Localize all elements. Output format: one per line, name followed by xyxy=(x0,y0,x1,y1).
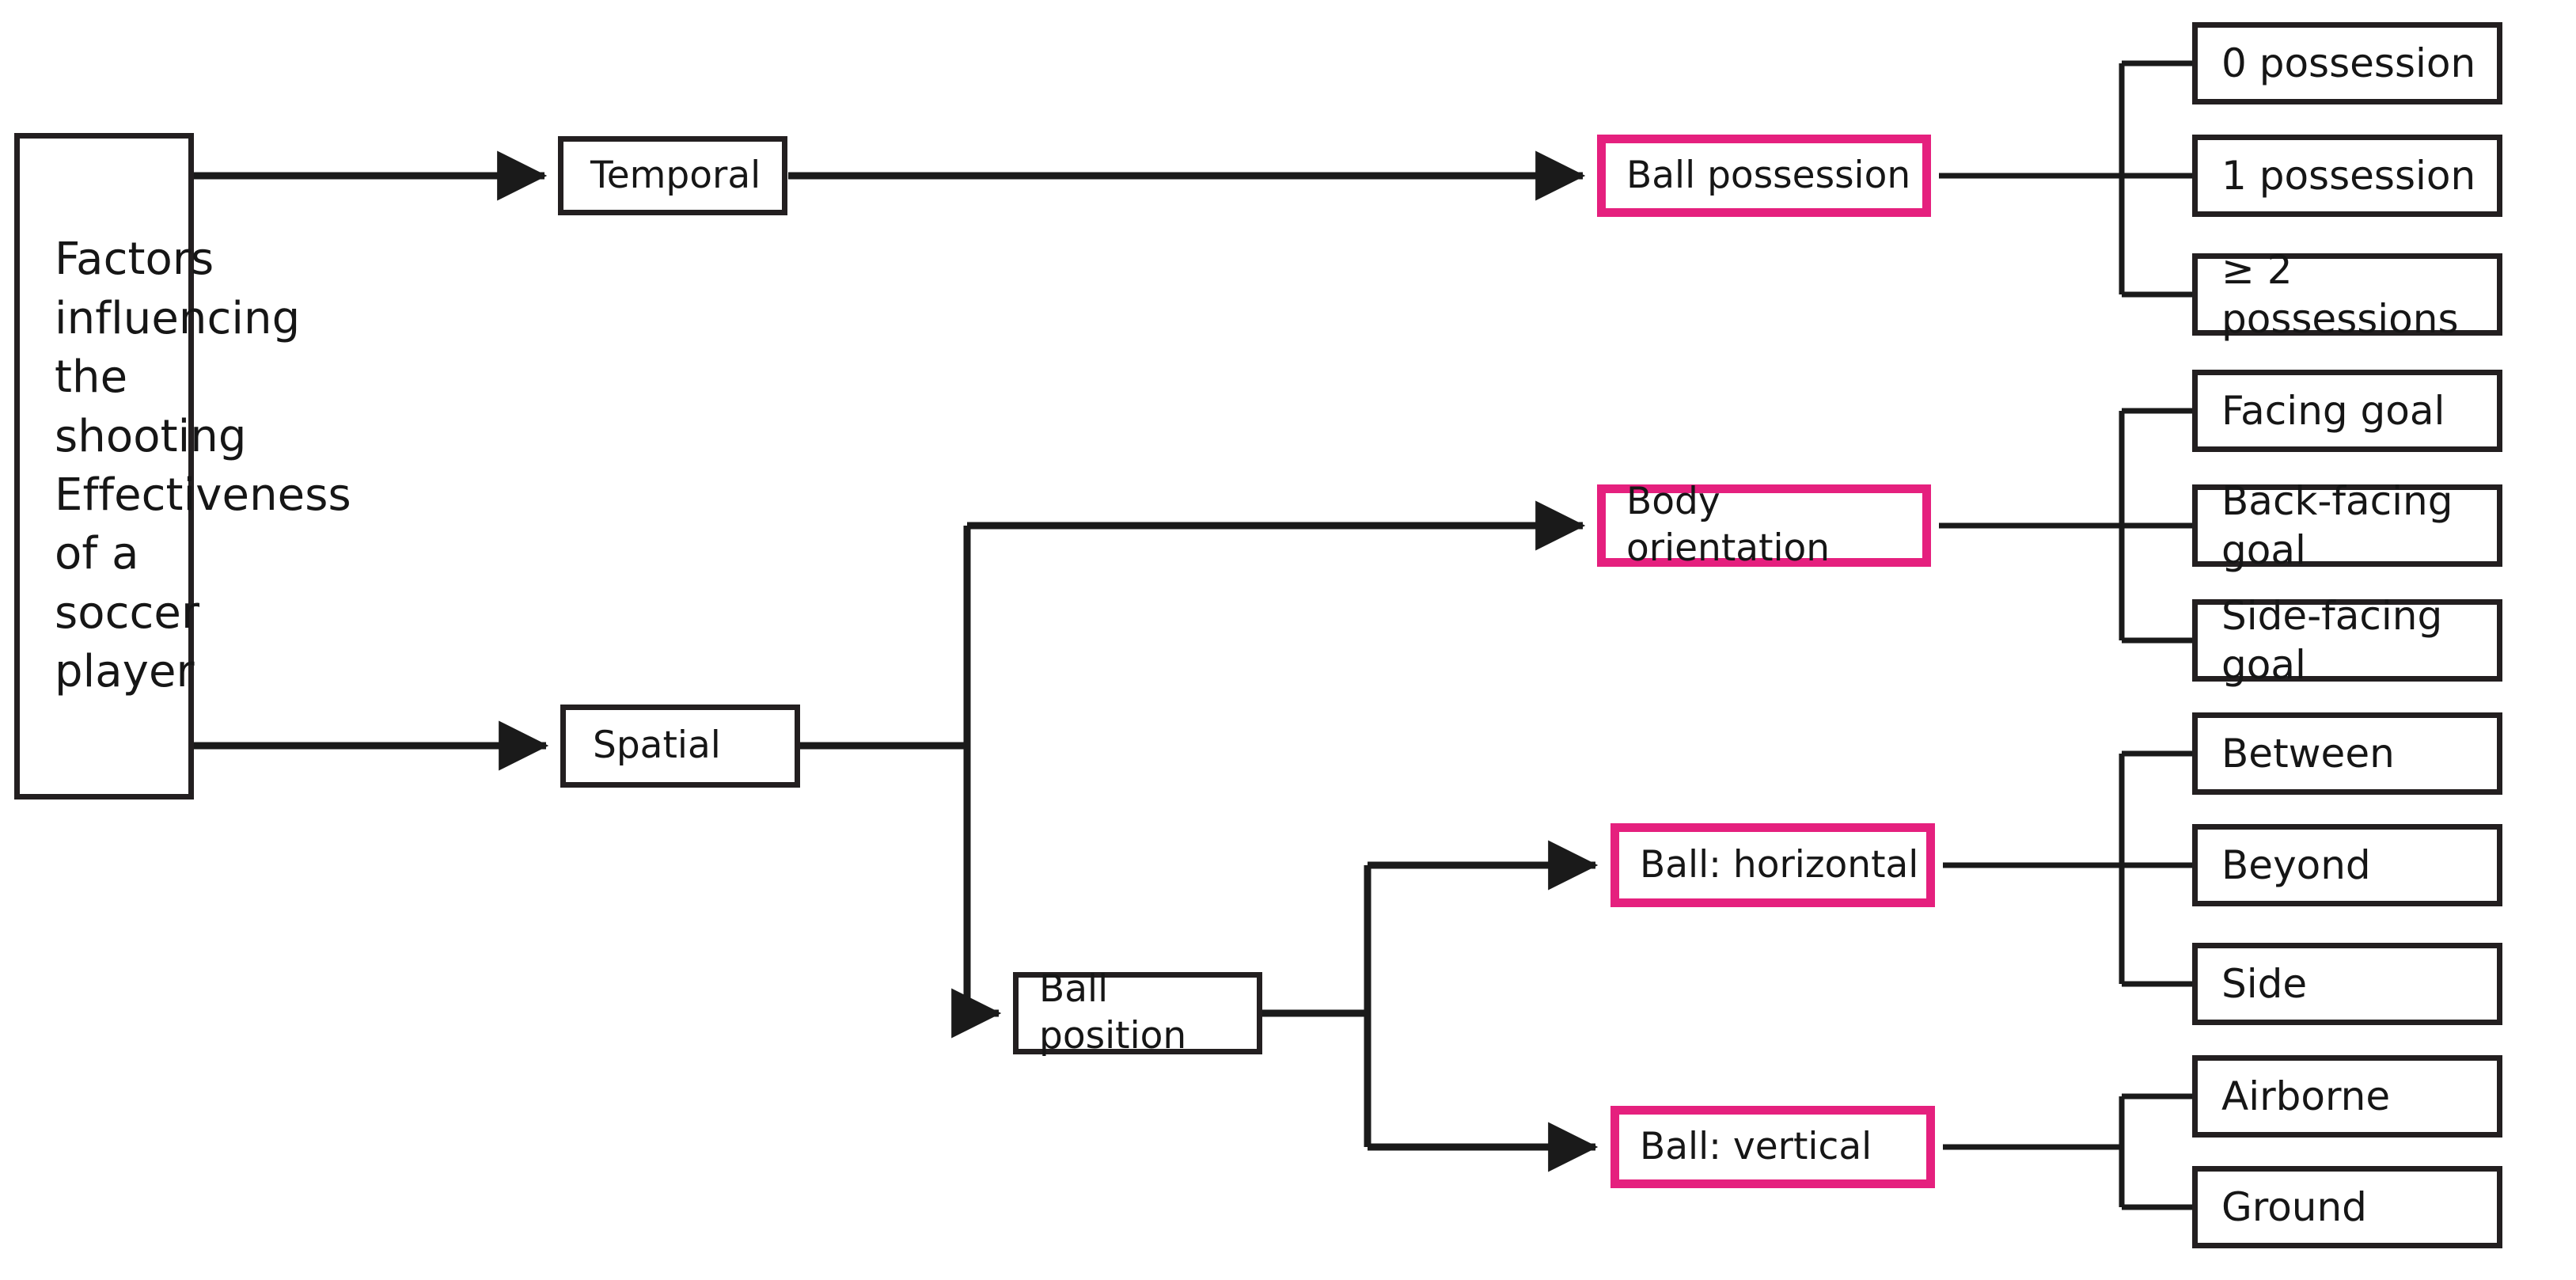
node-body-orientation-label: Body orientation xyxy=(1626,480,1831,570)
node-spatial-label: Spatial xyxy=(593,724,721,768)
leaf-one-possession-label: 1 possession xyxy=(2221,152,2476,199)
node-body-orientation[interactable]: Body orientation xyxy=(1597,480,1931,570)
leaf-ground[interactable]: Ground xyxy=(2192,1166,2502,1248)
leaf-side-facing-goal[interactable]: Side-facing goal xyxy=(2192,593,2502,688)
node-ball-vertical-label: Ball: vertical xyxy=(1640,1124,1872,1168)
leaf-two-or-more-possessions-label: ≥ 2 possessions xyxy=(2221,246,2459,343)
node-ball-position[interactable]: Ball position xyxy=(1013,967,1262,1058)
leaf-side-label: Side xyxy=(2221,960,2308,1007)
leaf-airborne-label: Airborne xyxy=(2221,1073,2391,1119)
node-ball-possession[interactable]: Ball possession xyxy=(1597,135,1931,217)
leaf-beyond-label: Beyond xyxy=(2221,841,2371,888)
node-temporal-label: Temporal xyxy=(590,153,761,197)
leaf-airborne[interactable]: Airborne xyxy=(2192,1055,2502,1138)
leaf-zero-possession-label: 0 possession xyxy=(2221,40,2476,86)
node-ball-vertical[interactable]: Ball: vertical xyxy=(1610,1106,1935,1188)
node-ball-horizontal-label: Ball: horizontal xyxy=(1640,842,1919,887)
leaf-side-facing-goal-label: Side-facing goal xyxy=(2221,592,2443,689)
node-root[interactable]: Factors influencing the shooting Effecti… xyxy=(14,133,351,800)
leaf-beyond[interactable]: Beyond xyxy=(2192,824,2502,906)
leaf-between-label: Between xyxy=(2221,730,2395,777)
leaf-back-facing-goal-label: Back-facing goal xyxy=(2221,477,2453,574)
node-ball-possession-label: Ball possession xyxy=(1626,153,1911,197)
node-ball-horizontal[interactable]: Ball: horizontal xyxy=(1610,823,1935,907)
leaf-facing-goal[interactable]: Facing goal xyxy=(2192,370,2502,452)
node-root-label: Factors influencing the shooting Effecti… xyxy=(55,234,351,698)
leaf-one-possession[interactable]: 1 possession xyxy=(2192,135,2502,217)
leaf-back-facing-goal[interactable]: Back-facing goal xyxy=(2192,478,2502,573)
leaf-ground-label: Ground xyxy=(2221,1183,2367,1230)
node-temporal[interactable]: Temporal xyxy=(558,136,787,215)
node-ball-position-label: Ball position xyxy=(1039,967,1187,1058)
node-spatial[interactable]: Spatial xyxy=(560,705,800,788)
leaf-side[interactable]: Side xyxy=(2192,943,2502,1025)
leaf-between[interactable]: Between xyxy=(2192,712,2502,795)
leaf-zero-possession[interactable]: 0 possession xyxy=(2192,22,2502,104)
leaf-facing-goal-label: Facing goal xyxy=(2221,387,2445,434)
leaf-two-or-more-possessions[interactable]: ≥ 2 possessions xyxy=(2192,247,2502,342)
